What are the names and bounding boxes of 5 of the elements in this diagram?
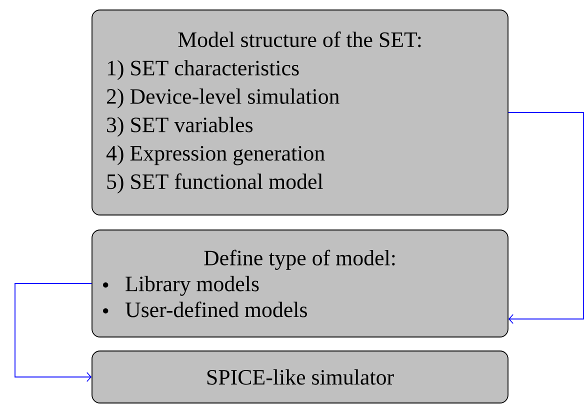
process-box: Define type of model: Library models User-defined models bbox=[92, 230, 508, 338]
connector-arrow bbox=[508, 112, 584, 324]
process-box: SPICE-like simulator bbox=[92, 350, 508, 404]
connector-arrow bbox=[14, 283, 92, 382]
process-box: Model structure of the SET: 1) SET characteristics 2) Device-level simulation 3) SET variables 4) Expression generation 5) SET functional model bbox=[92, 10, 508, 216]
